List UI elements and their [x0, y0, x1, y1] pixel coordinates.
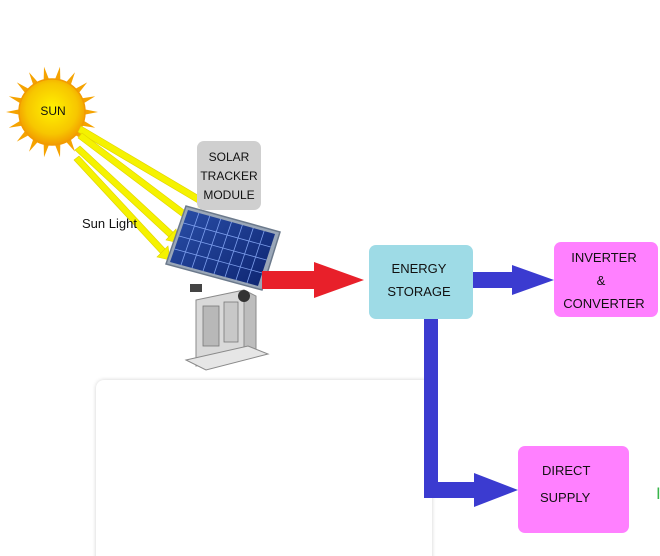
storage-label-line-1: ENERGY [391, 261, 447, 276]
arrow-storage-to-direct [424, 318, 518, 507]
direct-supply-box: DIRECT SUPPLY [518, 446, 629, 533]
solar-tracker-module-box: SOLAR TRACKER MODULE [197, 141, 261, 210]
blank-panel [96, 380, 432, 556]
inverter-label-line-1: INVERTER [571, 250, 637, 265]
panel-cell-line [178, 235, 267, 261]
direct-label-line-2: SUPPLY [540, 490, 591, 505]
inverter-label-line-3: CONVERTER [563, 296, 645, 311]
direct-label-line-1: DIRECT [542, 463, 591, 478]
edge-mark: I [656, 484, 660, 503]
tracker-label-line-3: MODULE [203, 188, 255, 202]
panel-cell-line [183, 222, 271, 248]
arrow-tracker-to-storage [262, 262, 364, 298]
arrow-storage-to-inverter [472, 265, 554, 295]
energy-storage-box: ENERGY STORAGE [369, 245, 473, 319]
tracker-label-line-2: TRACKER [200, 169, 258, 183]
sun-ray [81, 108, 98, 116]
inverter-converter-box: INVERTER & CONVERTER [554, 242, 658, 317]
sun-icon [6, 66, 98, 158]
solar-panel-icon [165, 205, 281, 371]
sun-ray [6, 108, 23, 116]
sunlight-rays [73, 125, 213, 261]
sunlight-label: Sun Light [82, 216, 137, 231]
sun-label: SUN [40, 104, 66, 118]
tracker-label-line-1: SOLAR [208, 150, 250, 164]
panel-cell-line [174, 248, 263, 274]
inverter-label-line-2: & [596, 273, 606, 288]
storage-label-line-2: STORAGE [387, 284, 451, 299]
